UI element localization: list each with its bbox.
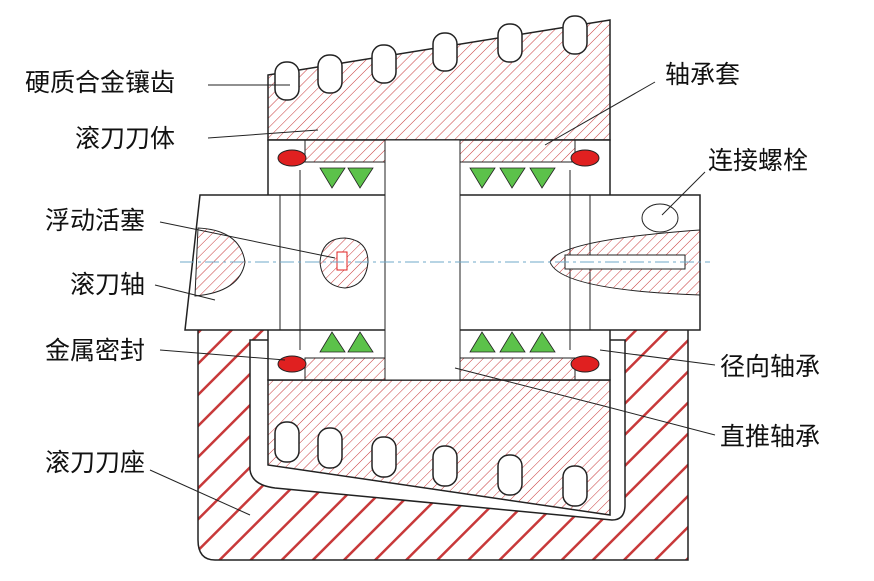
shaft-center-gap (384, 139, 461, 381)
bolt-head (641, 203, 679, 233)
shaft-end-left (194, 227, 246, 297)
label-connecting-bolt: 连接螺栓 (708, 146, 809, 175)
carbide-teeth-upper (274, 15, 588, 101)
leader-lines (149, 81, 716, 516)
carbide-teeth-lower (274, 421, 588, 507)
label-thrust-bearing: 直推轴承 (720, 422, 821, 451)
label-radial-bearing: 径向轴承 (720, 352, 821, 381)
label-floating-piston: 浮动活塞 (45, 206, 146, 235)
radial-bearing-rollers (319, 167, 556, 353)
label-cutter-seat: 滚刀刀座 (45, 448, 146, 477)
metal-seals (277, 149, 600, 373)
label-cutter-body: 滚刀刀体 (75, 124, 176, 153)
label-cutter-shaft: 滚刀轴 (70, 270, 146, 299)
label-metal-seal: 金属密封 (45, 336, 146, 365)
label-bearing-sleeve: 轴承套 (665, 60, 741, 89)
label-carbide-inserts: 硬质合金镶齿 (25, 68, 176, 97)
cutter-seat-housing (197, 324, 689, 561)
